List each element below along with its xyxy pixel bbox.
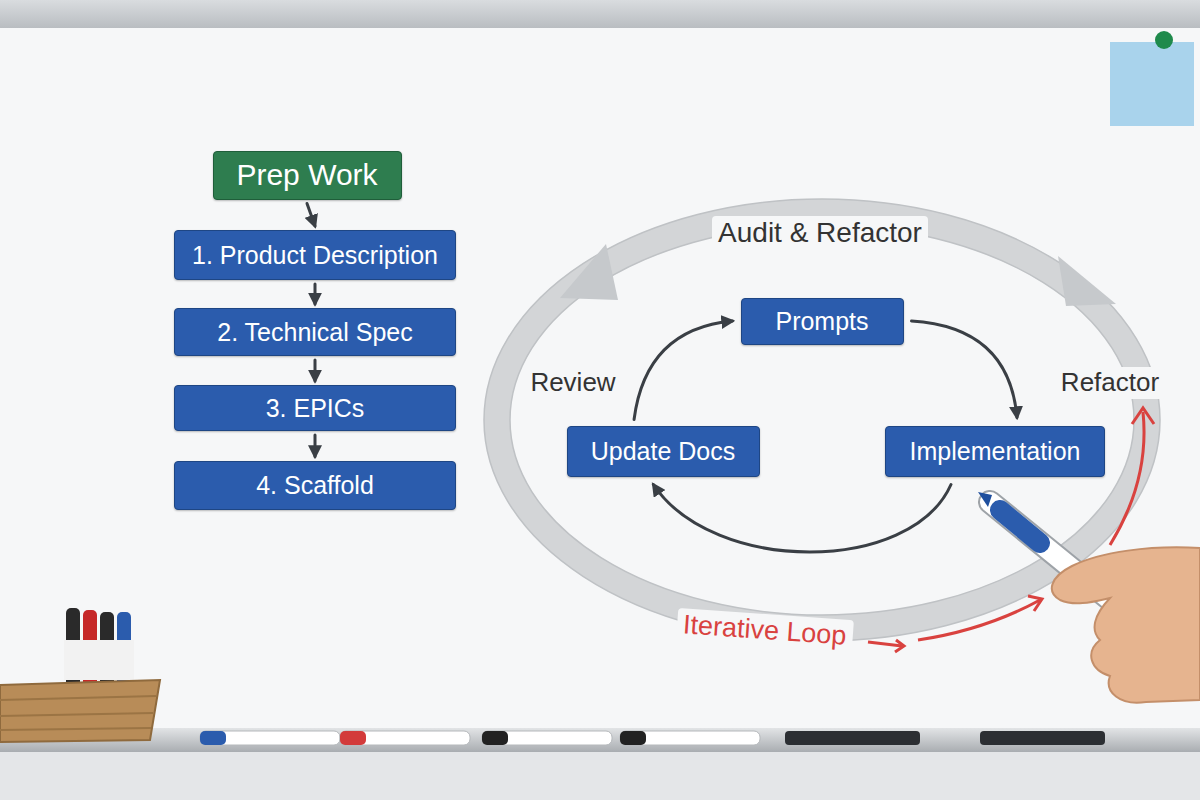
process-box: 1. Product Description — [174, 230, 456, 280]
marker-basket — [0, 608, 160, 742]
process-box: Update Docs — [567, 426, 760, 477]
node-text: 1. Product Description — [192, 241, 438, 270]
flow-arrow — [314, 435, 317, 457]
process-box: Prompts — [741, 298, 904, 345]
hand — [1052, 547, 1200, 702]
stage-header: Prep Work — [213, 151, 402, 200]
process-box: 4. Scaffold — [174, 461, 456, 510]
sticky-note — [1110, 31, 1194, 126]
node-text: 4. Scaffold — [256, 471, 374, 500]
flow-arrow — [314, 360, 317, 381]
node-text: Implementation — [910, 437, 1081, 466]
node-text: Prompts — [775, 307, 868, 336]
tray-markers — [200, 731, 1105, 745]
annotation-label: Refactor — [1055, 367, 1165, 398]
board-surface — [0, 26, 1200, 730]
flow-arrow — [314, 284, 317, 304]
loop-title: Audit & Refactor — [712, 216, 928, 250]
process-box: 2. Technical Spec — [174, 308, 456, 356]
process-box: 3. EPICs — [174, 385, 456, 431]
process-box: Implementation — [885, 426, 1105, 477]
annotation-label: Review — [524, 367, 621, 398]
flow-arrow — [307, 204, 315, 227]
flow-arrow — [912, 321, 1018, 418]
node-text: Prep Work — [236, 158, 377, 193]
node-text: Update Docs — [591, 437, 736, 466]
node-text: 3. EPICs — [266, 394, 365, 423]
node-text: 2. Technical Spec — [217, 318, 413, 347]
flow-arrow — [653, 485, 951, 553]
flow-arrow — [634, 321, 732, 420]
top-rail — [0, 0, 1200, 28]
marker-tray — [0, 728, 1200, 752]
